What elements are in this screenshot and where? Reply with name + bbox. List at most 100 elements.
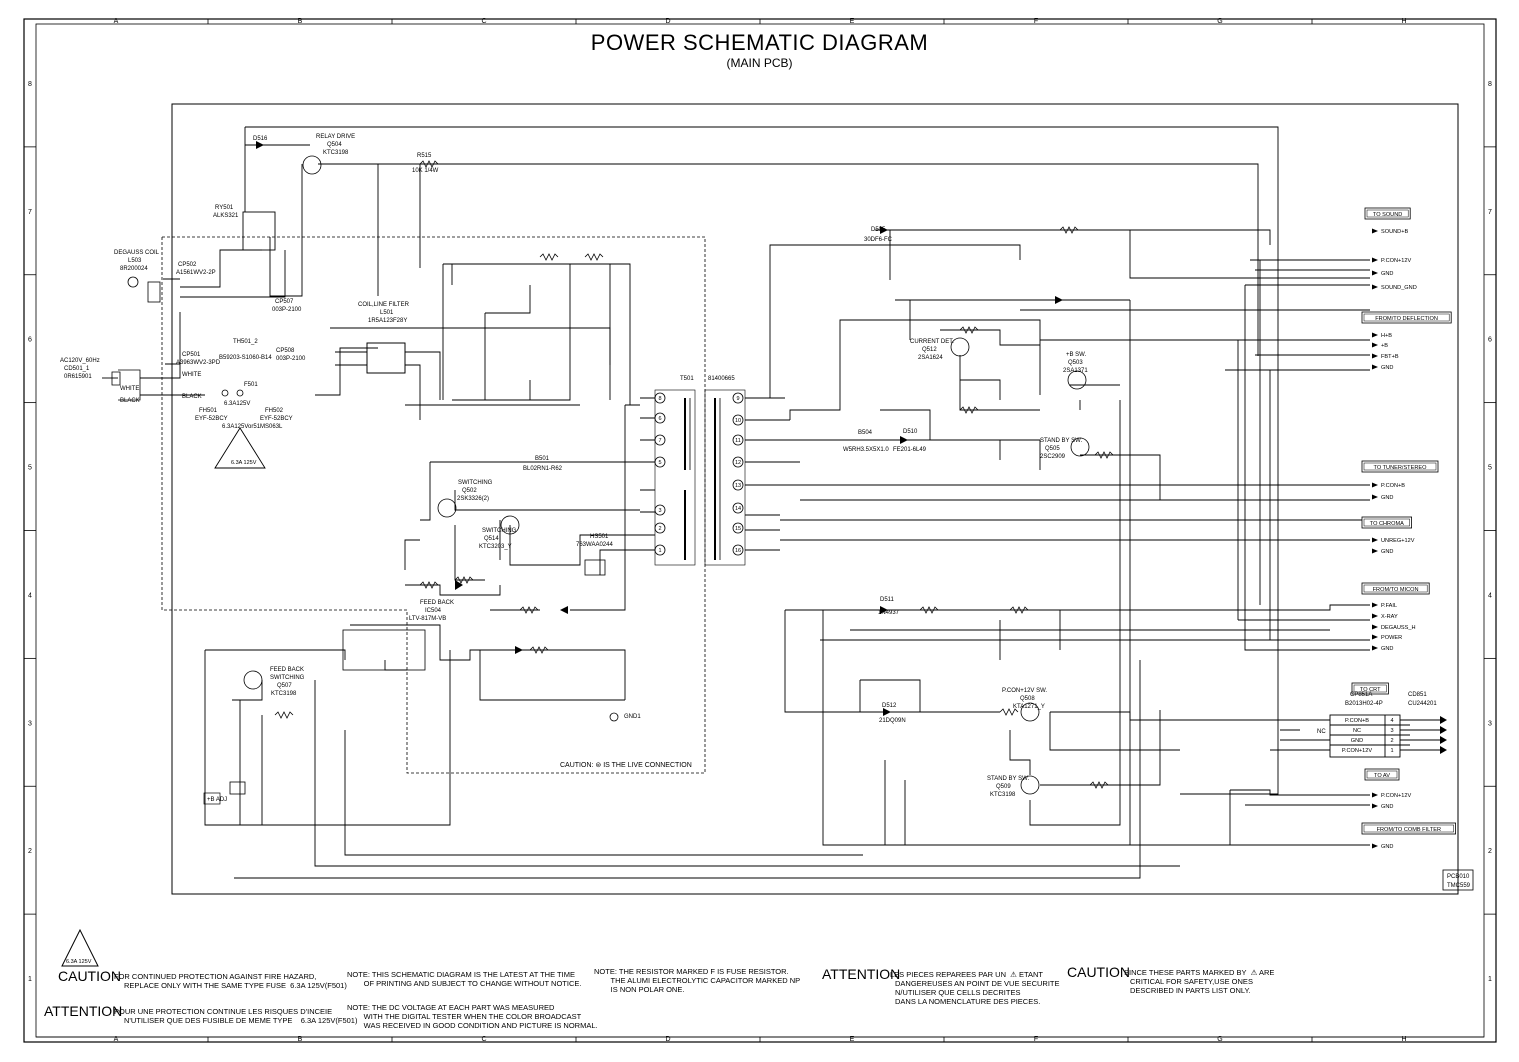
connector-title-inner <box>1363 313 1450 322</box>
row-label-left: 3 <box>28 720 32 727</box>
transformer-pin-label: 12 <box>735 460 741 466</box>
attention2-line-1: LES PIECES REPAREES PAR UN ⚠ ETANT <box>890 970 1044 979</box>
col-label-top: C <box>481 18 486 25</box>
pcb-id-1: PCB010 <box>1447 874 1470 880</box>
connector-title-inner <box>1363 462 1437 471</box>
q514-l3: KTC3203_Y <box>479 544 512 550</box>
caution-line-2: REPLACE ONLY WITH THE SAME TYPE FUSE 6.3… <box>124 981 347 990</box>
connector-title-inner <box>1363 584 1428 593</box>
row-label-left: 6 <box>28 337 32 344</box>
degauss-l3: 8R200024 <box>120 266 148 272</box>
signal-arrow <box>1372 613 1378 619</box>
crt-header-1: CP851A <box>1350 692 1372 698</box>
q512-l3: 2SA1624 <box>918 355 943 361</box>
connector-title-box <box>1361 516 1412 529</box>
transformer-pin <box>732 434 744 446</box>
crt-nc-side: NC <box>1317 729 1326 735</box>
connector-title: TO CRT <box>1360 687 1381 693</box>
col-label-bottom: B <box>298 1036 303 1043</box>
transformer-pin <box>732 522 744 534</box>
ry501-l1: RY501 <box>215 205 234 211</box>
signal-label: POWER <box>1381 635 1402 641</box>
q504-l2: Q504 <box>327 142 342 148</box>
signal-arrow <box>1372 645 1378 651</box>
signal-arrow <box>1372 482 1378 488</box>
row-label-left: 7 <box>28 209 32 216</box>
transformer-pin-label: 10 <box>735 418 741 424</box>
transformer-pin <box>732 502 744 514</box>
plug-l2: CD501_1 <box>64 366 90 372</box>
note2-line-3: WAS RECEIVED IN GOOD CONDITION AND PICTU… <box>347 1021 598 1030</box>
caution-live: CAUTION: ⊜ IS THE LIVE CONNECTION <box>560 762 692 769</box>
d505-l1: D505 <box>871 227 886 233</box>
row-label-right: 1 <box>1488 976 1492 983</box>
crt-pin-label: P.CON+B <box>1345 718 1369 724</box>
q507-l2: SWITCHING <box>270 675 305 681</box>
signal-arrow <box>1372 353 1378 359</box>
row-label-right: 5 <box>1488 465 1492 472</box>
crt-pin-number: 4 <box>1390 718 1393 724</box>
note2-line-2: WITH THE DIGITAL TESTER WHEN THE COLOR B… <box>347 1012 582 1021</box>
transformer-pin <box>732 544 744 556</box>
transformer-pin-label: 11 <box>735 438 741 444</box>
transformer-pin-label: 6 <box>658 416 661 422</box>
note1-line-2: OF PRINTING AND SUBJECT TO CHANGE WITHOU… <box>347 979 582 988</box>
col-label-bottom: C <box>481 1036 486 1043</box>
col-label-bottom: G <box>1217 1036 1222 1043</box>
black-label: BLACK <box>120 398 140 404</box>
q503-l2: Q503 <box>1068 360 1083 366</box>
transformer-pin-label: 3 <box>658 508 661 514</box>
row-label-right: 6 <box>1488 337 1492 344</box>
signal-arrow <box>1372 634 1378 640</box>
crt-pin-label: NC <box>1353 728 1361 734</box>
crt-pin-number: 3 <box>1390 728 1393 734</box>
cp507-l1: CP507 <box>275 299 294 305</box>
q505-l2: Q505 <box>1045 446 1060 452</box>
badj-label: +B ADJ <box>207 797 227 803</box>
q503-l3: 2SA1371 <box>1063 368 1088 374</box>
ry501-l2: ALKS321 <box>213 213 239 219</box>
signal-arrow <box>1372 257 1378 263</box>
transformer-pin <box>732 479 744 491</box>
white-label: WHITE <box>120 386 139 392</box>
crt-header-4: CU244201 <box>1408 701 1437 707</box>
fh502-l1: FH502 <box>265 408 284 414</box>
gnd1-label: GND1 <box>624 714 641 720</box>
q507-l4: KTC3198 <box>271 691 297 697</box>
q514-l1: SWITCHING <box>482 528 517 534</box>
signal-arrow <box>1372 548 1378 554</box>
connector-title: TO CHROMA <box>1370 521 1404 527</box>
signal-label: GND <box>1381 365 1393 371</box>
crt-pin-number: 2 <box>1390 738 1393 744</box>
transformer-pin <box>654 392 666 404</box>
cp502-l2: A1561WV2-2P <box>176 270 216 276</box>
signal-label: P.FAIL <box>1381 603 1397 609</box>
frame-inner <box>35 23 1485 1038</box>
attention-line-2: N'UTILISER QUE DES FUSIBLE DE MEME TYPE … <box>124 1016 358 1025</box>
note2-line-1: NOTE: THE DC VOLTAGE AT EACH PART WAS ME… <box>347 1003 555 1012</box>
attention2-word: ATTENTION <box>822 966 901 982</box>
note3-line-1: NOTE: THE RESISTOR MARKED F IS FUSE RESI… <box>594 967 789 976</box>
hs501-l2: 763WAA0244 <box>576 542 613 548</box>
connector-title: TO AV <box>1374 773 1390 779</box>
q505-l1: STAND BY SW. <box>1040 438 1082 444</box>
signal-label: P.CON+12V <box>1381 258 1411 264</box>
row-label-left: 4 <box>28 592 32 599</box>
connector-title: FROM/TO MICON <box>1373 587 1419 593</box>
attention-word: ATTENTION <box>44 1003 123 1019</box>
crt-pin-label: P.CON+12V <box>1342 748 1372 754</box>
transformer-pin <box>654 544 666 556</box>
transformer-pin-label: 1 <box>658 548 661 554</box>
row-label-right: 3 <box>1488 720 1492 727</box>
transformer-pin-label: 7 <box>658 438 661 444</box>
transformer-pin <box>732 456 744 468</box>
ic504-l2: IC504 <box>425 608 442 614</box>
signal-arrow <box>1372 537 1378 543</box>
cp502-l1: CP502 <box>178 262 197 268</box>
q502-l2: Q502 <box>462 488 477 494</box>
caution-word: CAUTION <box>58 968 121 984</box>
q507-l1: FEED BACK <box>270 667 304 673</box>
